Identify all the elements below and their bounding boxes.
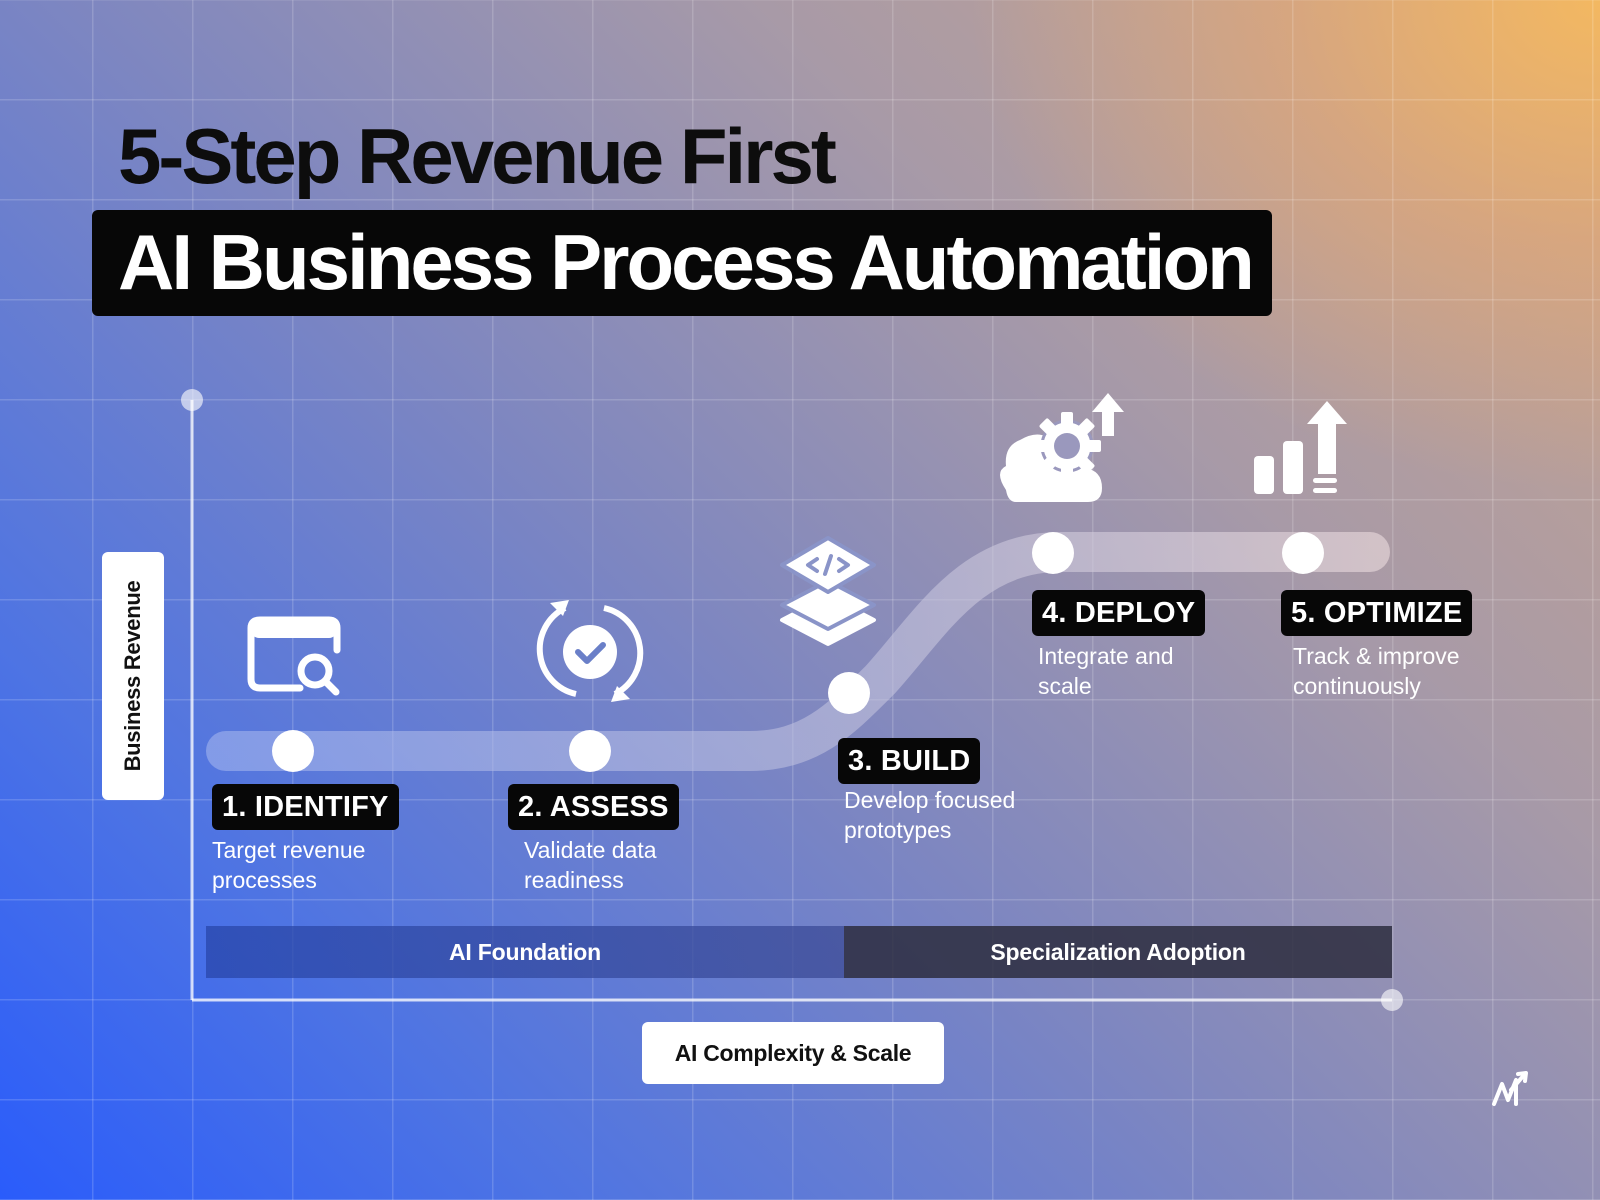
x-axis-label: AI Complexity & Scale	[674, 1039, 912, 1066]
step-4-description: Integrate and scale	[1038, 643, 1174, 699]
cloud-gear-upload-icon	[1000, 393, 1124, 502]
phase-specialization-adoption: Specialization Adoption	[844, 926, 1392, 978]
title-line-2: AI Business Process Automation	[118, 218, 1255, 306]
step-node-3	[828, 672, 870, 714]
code-layers-icon	[780, 536, 876, 646]
step-node-1	[272, 730, 314, 772]
phase-2-label: Specialization Adoption	[990, 938, 1246, 965]
x-axis-end-dot	[1381, 989, 1403, 1011]
step-node-2	[569, 730, 611, 772]
y-axis-label-box: Business Revenue	[102, 552, 164, 800]
step-5-label: 5. OPTIMIZE	[1281, 590, 1473, 636]
step-node-4	[1032, 532, 1074, 574]
step-node-5	[1282, 532, 1324, 574]
y-axis-label: Business Revenue	[120, 580, 145, 772]
progress-path	[206, 532, 1390, 771]
bar-chart-up-icon	[1254, 401, 1347, 494]
refresh-check-icon	[536, 600, 644, 702]
title-line-1: 5-Step Revenue First	[118, 112, 837, 200]
phase-ai-foundation: AI Foundation	[206, 926, 844, 978]
y-axis-end-dot	[181, 389, 203, 411]
step-2-description: Validate data readiness	[524, 837, 657, 893]
x-axis-label-box: AI Complexity & Scale	[642, 1022, 944, 1084]
step-3-description: Develop focused prototypes	[844, 787, 1016, 843]
step-4-label: 4. DEPLOY	[1032, 590, 1206, 636]
step-3-label: 3. BUILD	[838, 738, 981, 784]
phase-1-label: AI Foundation	[449, 938, 601, 965]
step-5-description: Track & improve continuously	[1293, 643, 1460, 699]
brand-logo-icon	[1492, 1071, 1528, 1106]
step-1-label: 1. IDENTIFY	[212, 784, 399, 830]
title-banner: AI Business Process Automation	[92, 210, 1272, 316]
axes	[181, 389, 1403, 1011]
step-2-label: 2. ASSESS	[508, 784, 679, 830]
step-1-description: Target revenue processes	[212, 837, 366, 893]
browser-search-icon	[247, 616, 341, 696]
